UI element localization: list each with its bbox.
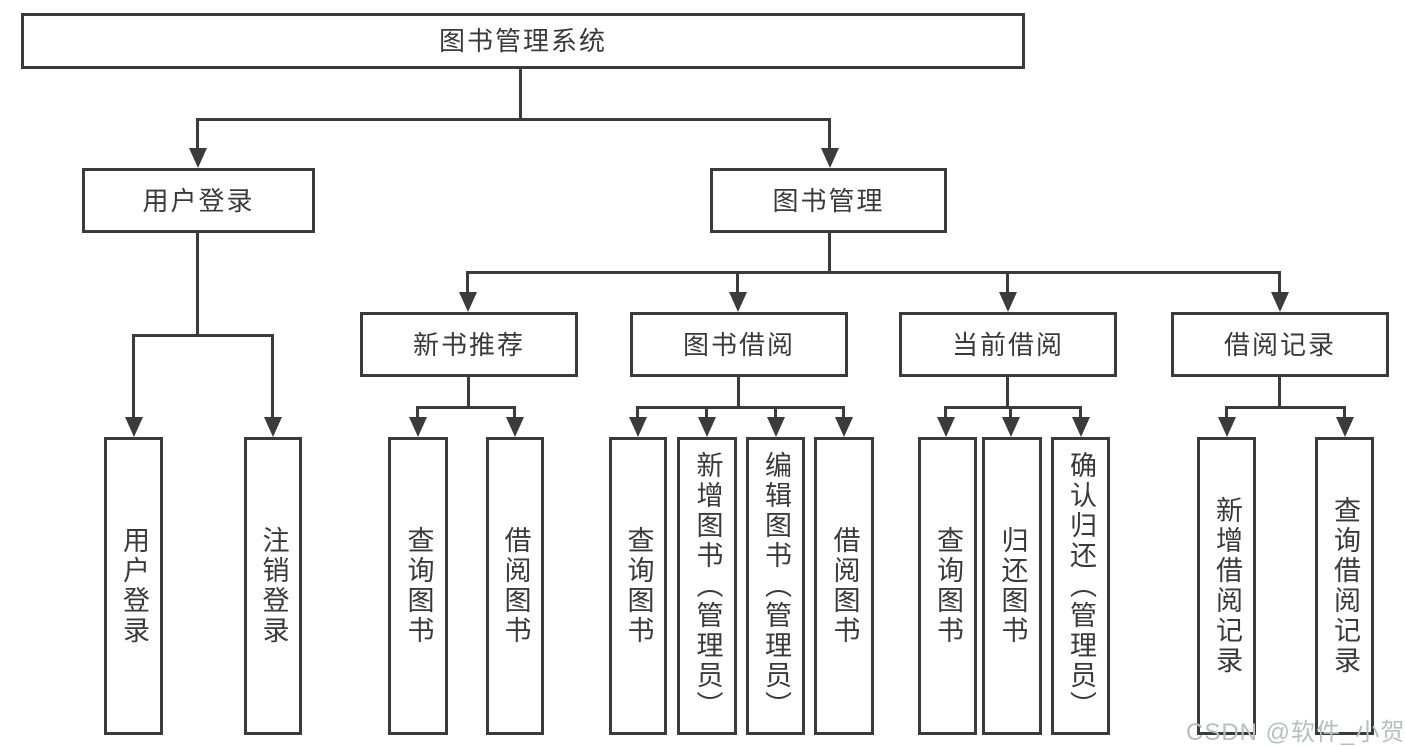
leaf-nb-query-books: 查询图书 (388, 437, 448, 735)
connector-new-book-stem (467, 377, 470, 409)
arrow-down-bb-edit (774, 406, 777, 417)
leaf-cb-query-books: 查询图书 (918, 437, 977, 735)
node-new-book-recommend: 新书推荐 (360, 312, 578, 377)
connector-level2-branch (196, 118, 830, 121)
arrow-down-borrow-records (1278, 271, 1281, 292)
leaf-cb-return-books: 归还图书 (982, 437, 1042, 735)
node-book-borrow: 图书借阅 (630, 312, 848, 377)
leaf-cb-confirm-return-admin: 确认归还（管理员） (1051, 437, 1110, 735)
leaf-cb-return-books-label: 归还图书 (997, 526, 1028, 646)
arrow-down-bb-borrow (842, 406, 845, 417)
node-user-login-label: 用户登录 (142, 185, 255, 216)
arrow-down-cb-query (944, 406, 947, 417)
leaf-bb-add-books-admin: 新增图书（管理员） (677, 437, 737, 735)
leaf-bb-edit-books-admin: 编辑图书（管理员） (746, 437, 805, 735)
arrow-down-br-add (1225, 406, 1228, 417)
node-current-borrow-label: 当前借阅 (951, 329, 1064, 360)
node-book-management: 图书管理 (710, 168, 947, 233)
node-root: 图书管理系统 (21, 13, 1025, 69)
connector-borrow-records-stem (1278, 377, 1281, 409)
connector-new-book-branch (416, 406, 516, 409)
connector-borrow-records-branch (1225, 406, 1346, 409)
arrow-down-nb-query (416, 406, 419, 417)
watermark: CSDN @软件_小贺同学 (1186, 719, 1405, 746)
connector-current-borrow-stem (1006, 377, 1009, 409)
leaf-br-query-record: 查询借阅记录 (1315, 437, 1374, 735)
leaf-br-add-record-label: 新增借阅记录 (1212, 496, 1242, 676)
node-book-management-label: 图书管理 (772, 185, 885, 216)
arrow-down-leaf-login (132, 334, 135, 417)
node-new-book-recommend-label: 新书推荐 (412, 329, 525, 360)
leaf-logout: 注销登录 (244, 437, 302, 735)
leaf-bb-edit-books-admin-label: 编辑图书（管理员） (761, 451, 791, 721)
node-current-borrow: 当前借阅 (899, 312, 1117, 377)
node-root-label: 图书管理系统 (438, 26, 607, 56)
arrow-down-current-borrow (1006, 271, 1009, 292)
leaf-nb-query-books-label: 查询图书 (403, 526, 434, 646)
arrow-down-cb-confirm (1079, 406, 1082, 417)
arrow-down-book-borrow (736, 271, 739, 292)
connector-current-borrow-branch (944, 406, 1082, 409)
node-book-borrow-label: 图书借阅 (682, 329, 795, 360)
leaf-bb-borrow-books: 借阅图书 (814, 437, 874, 735)
leaf-nb-borrow-books-label: 借阅图书 (500, 526, 531, 646)
arrow-down-cb-return (1009, 406, 1012, 417)
arrow-down-book-management (828, 118, 831, 148)
arrow-down-leaf-logout (271, 334, 274, 417)
leaf-br-add-record: 新增借阅记录 (1197, 437, 1256, 735)
arrow-down-br-query (1343, 406, 1346, 417)
connector-level3-branch (466, 271, 1281, 274)
leaf-user-login-label: 用户登录 (119, 526, 149, 646)
arrow-down-bb-add (705, 406, 708, 417)
connector-user-login-branch (132, 334, 274, 337)
connector-book-management-stem (828, 233, 831, 274)
arrow-down-new-book (466, 271, 469, 292)
arrow-down-user-login (196, 118, 199, 148)
arrow-down-nb-borrow (513, 406, 516, 417)
leaf-cb-confirm-return-admin-label: 确认归还（管理员） (1066, 451, 1096, 721)
leaf-bb-add-books-admin-label: 新增图书（管理员） (692, 451, 723, 721)
connector-user-login-stem (196, 233, 199, 337)
arrow-down-bb-query (636, 406, 639, 417)
node-borrow-records-label: 借阅记录 (1223, 329, 1336, 360)
connector-root-stem (519, 69, 522, 121)
connector-book-borrow-stem (737, 377, 740, 409)
leaf-br-query-record-label: 查询借阅记录 (1330, 496, 1360, 676)
connector-book-borrow-branch (636, 406, 845, 409)
node-user-login: 用户登录 (82, 168, 315, 233)
leaf-nb-borrow-books: 借阅图书 (486, 437, 544, 735)
leaf-logout-label: 注销登录 (258, 526, 289, 646)
leaf-bb-query-books-label: 查询图书 (623, 526, 654, 646)
leaf-user-login: 用户登录 (104, 437, 163, 735)
node-borrow-records: 借阅记录 (1171, 312, 1389, 377)
leaf-bb-borrow-books-label: 借阅图书 (829, 526, 860, 646)
leaf-cb-query-books-label: 查询图书 (933, 526, 963, 646)
leaf-bb-query-books: 查询图书 (609, 437, 667, 735)
